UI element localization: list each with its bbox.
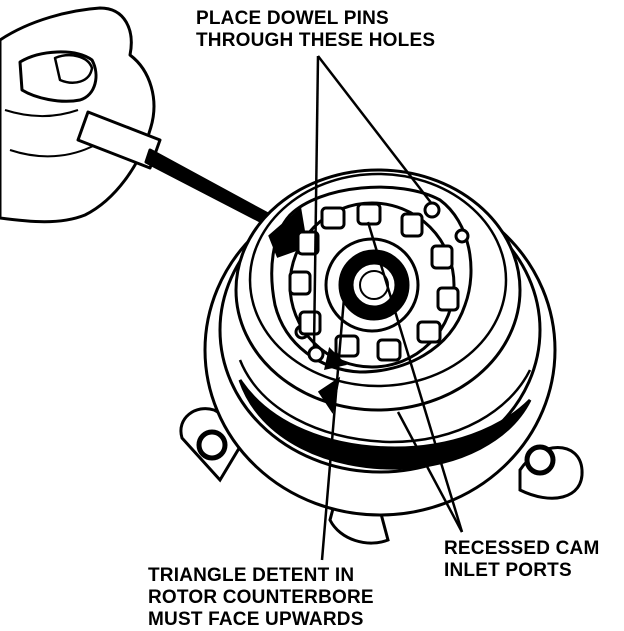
screwdriver-shaft	[144, 148, 270, 224]
callout-line: RECESSED CAM	[444, 538, 600, 559]
callout-cam-inlet-ports: RECESSED CAM INLET PORTS	[444, 538, 599, 582]
leader-lines	[312, 55, 464, 561]
callout-triangle-detent: TRIANGLE DETENT IN ROTOR COUNTERBORE MUS…	[148, 565, 374, 631]
finger-crease	[4, 109, 79, 117]
vane-slot	[400, 212, 424, 238]
shaft-hub	[324, 237, 420, 333]
dowel-hole	[423, 201, 441, 219]
callout-line: THROUGH THESE HOLES	[196, 30, 436, 51]
vane-slot	[416, 320, 442, 344]
leader-line-dowel	[317, 55, 433, 205]
vane-slot	[298, 310, 322, 336]
screwdriver-handle	[76, 110, 162, 170]
vane-slot	[436, 286, 460, 312]
vane-slot	[296, 230, 320, 256]
body-shadow-band	[238, 379, 532, 470]
vane-slot	[288, 270, 312, 296]
dowel-hole	[307, 345, 325, 363]
leader-line-dowel	[312, 55, 320, 349]
leader-line-cam	[366, 221, 464, 533]
callout-line: PLACE DOWEL PINS	[196, 8, 389, 29]
vane-slot	[376, 338, 402, 362]
leader-line-triangle	[320, 297, 346, 561]
leader-line-cam	[396, 411, 464, 533]
callout-line: TRIANGLE DETENT IN	[148, 565, 355, 586]
finger-crease	[9, 144, 96, 158]
callout-dowel-pins: PLACE DOWEL PINS THROUGH THESE HOLES	[196, 8, 435, 52]
hand-with-tool	[0, 6, 278, 228]
dowel-hole	[454, 228, 470, 244]
callout-line: INLET PORTS	[444, 560, 572, 581]
callout-line: MUST FACE UPWARDS	[148, 609, 364, 630]
thumbnail	[53, 54, 94, 84]
vane-slot	[356, 202, 382, 226]
callout-line: ROTOR COUNTERBORE	[148, 587, 374, 608]
vane-slot	[430, 244, 454, 270]
vane-slot	[320, 206, 346, 230]
